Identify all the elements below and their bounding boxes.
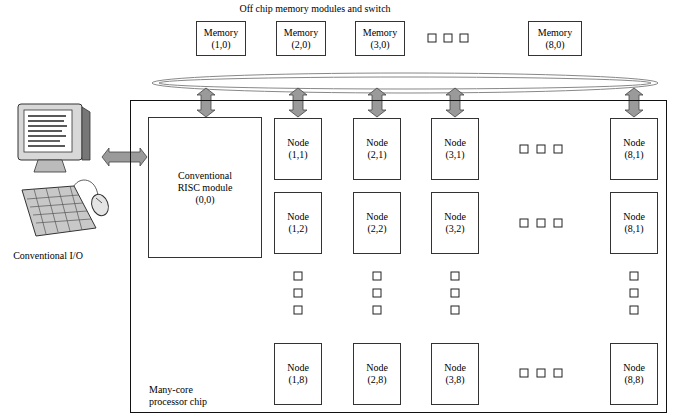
memory-module: Memory (1,0) bbox=[196, 21, 246, 56]
core-node: Node (8,1) bbox=[610, 118, 658, 180]
io-caption: Conventional I/O bbox=[10, 250, 86, 262]
box-text: Node (3,2) bbox=[435, 211, 475, 235]
core-node: Node (8,1) bbox=[610, 192, 658, 254]
section-title: Off chip memory modules and switch bbox=[200, 3, 430, 15]
box-text: Node (3,8) bbox=[435, 362, 475, 386]
box-text: Node (8,1) bbox=[614, 211, 654, 235]
box-text: Many-core processor chip bbox=[149, 384, 229, 408]
core-node: Node (3,1) bbox=[431, 118, 479, 180]
box-text: Node (8,8) bbox=[614, 362, 654, 386]
core-node: Node (1,2) bbox=[274, 192, 322, 254]
box-text: Node (2,8) bbox=[357, 362, 397, 386]
memory-module: Memory (3,0) bbox=[355, 21, 405, 56]
box-text: Memory (2,0) bbox=[280, 27, 322, 51]
box-text: Node (1,1) bbox=[278, 137, 318, 161]
ellipsis-squares bbox=[294, 34, 638, 377]
core-node: Node (1,1) bbox=[274, 118, 322, 180]
core-node: Node (2,1) bbox=[353, 118, 401, 180]
box-text: Node (1,8) bbox=[278, 362, 318, 386]
core-node: Node (3,2) bbox=[431, 192, 479, 254]
box-text: Conventional RISC module (0,0) bbox=[170, 170, 240, 206]
box-text: Memory (8,0) bbox=[534, 27, 576, 51]
box-text: Node (2,2) bbox=[357, 211, 397, 235]
core-node: Node (2,8) bbox=[353, 343, 401, 405]
core-node: Node (3,8) bbox=[431, 343, 479, 405]
box-text: Node (1,2) bbox=[278, 211, 318, 235]
memory-module: Memory (8,0) bbox=[528, 21, 582, 56]
memory-module: Memory (2,0) bbox=[276, 21, 326, 56]
core-node: Node (2,2) bbox=[353, 192, 401, 254]
computer-illustration bbox=[18, 104, 111, 236]
box-text: Node (2,1) bbox=[357, 137, 397, 161]
box-text: Node (3,1) bbox=[435, 137, 475, 161]
risc-module: Conventional RISC module (0,0) bbox=[148, 117, 262, 258]
core-node: Node (8,8) bbox=[610, 343, 658, 405]
box-text: Memory (1,0) bbox=[200, 27, 242, 51]
box-text: Memory (3,0) bbox=[359, 27, 401, 51]
core-node: Node (1,8) bbox=[274, 343, 322, 405]
processor-chip: Many-core processor chip Conventional RIS… bbox=[130, 100, 667, 413]
switch-ring bbox=[152, 73, 658, 93]
box-text: Node (8,1) bbox=[614, 137, 654, 161]
